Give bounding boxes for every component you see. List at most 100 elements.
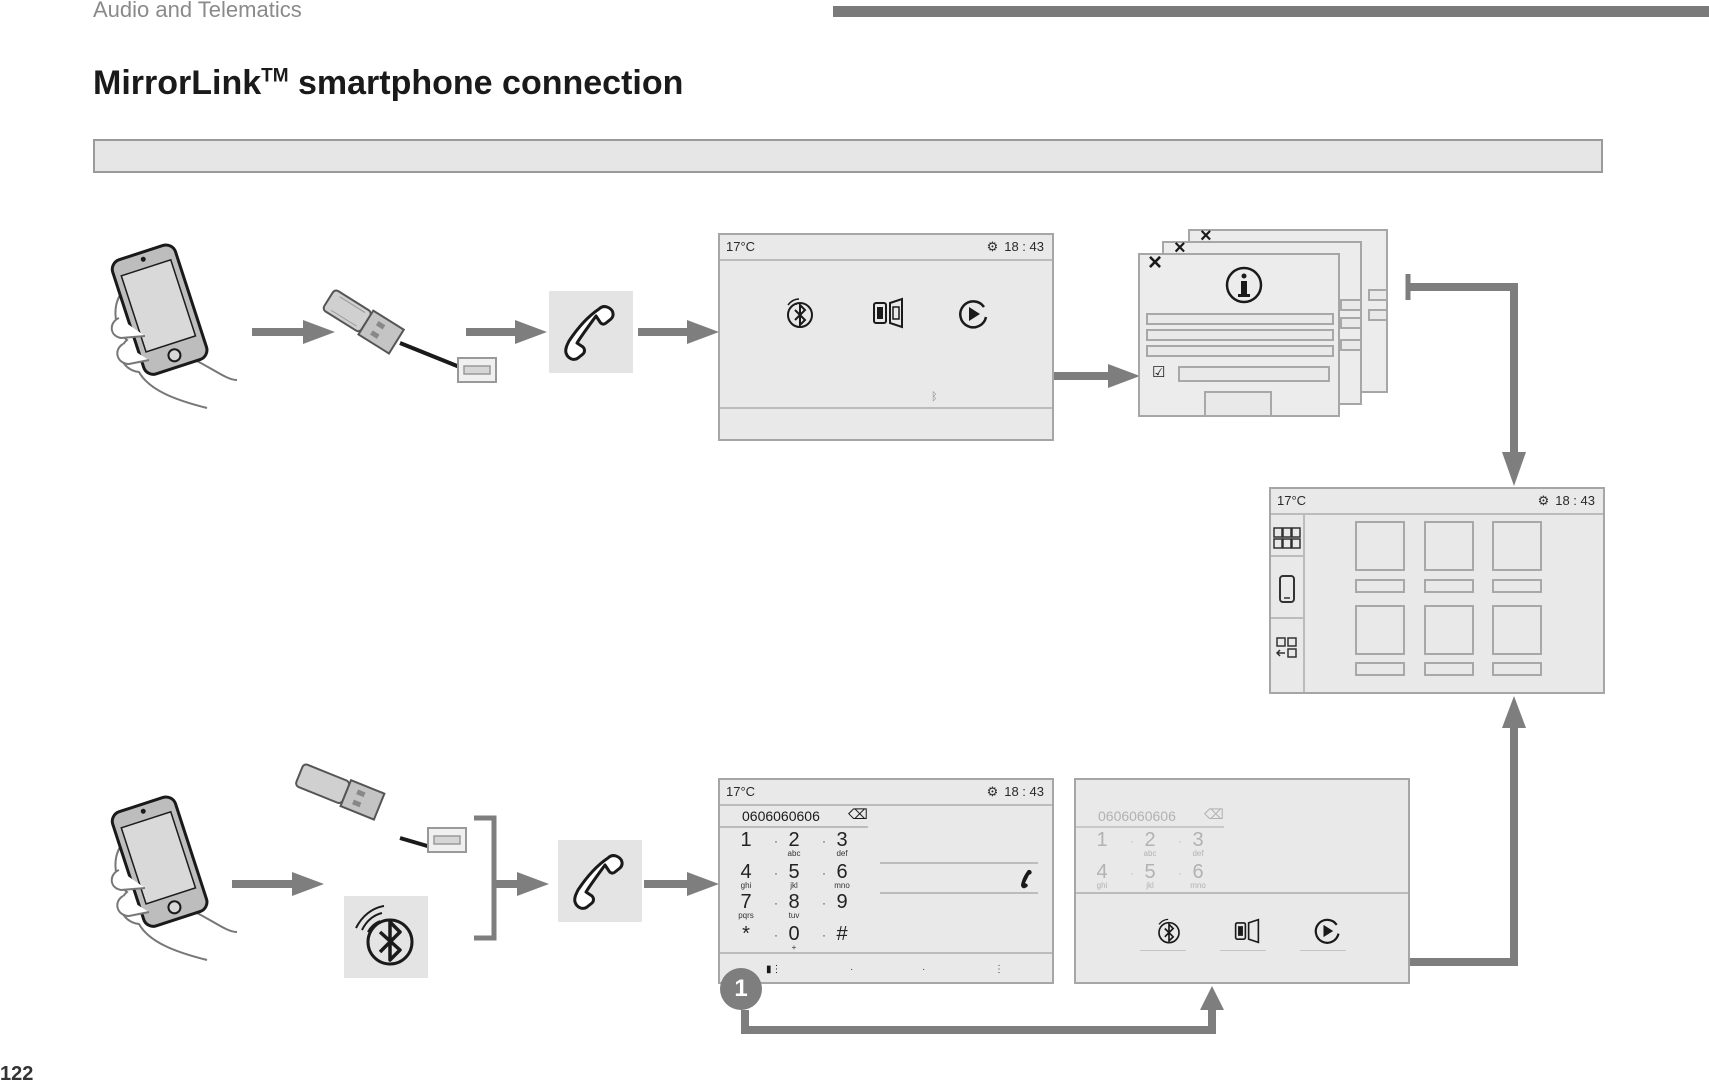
key-letters: abc [787, 849, 801, 858]
key-separator: · [822, 866, 826, 880]
close-icon[interactable]: × [1174, 237, 1186, 259]
key-letters: ghi [1096, 881, 1108, 890]
overlay-divider [1076, 892, 1408, 894]
keypad-key[interactable]: 0+ [776, 924, 812, 952]
connection-bracket [474, 815, 497, 941]
key-letters: abc [1143, 849, 1157, 858]
app-tile-label [1424, 662, 1474, 676]
page-title: MirrorLinkTM smartphone connection [93, 64, 683, 103]
dialog-field [1146, 329, 1334, 341]
arrow-badge-to-faded-screen [741, 1008, 1216, 1034]
step-badge: 1 [720, 968, 762, 1010]
phone-key-button[interactable] [549, 291, 633, 373]
header-rule [833, 6, 1709, 17]
key-letters: mno [1190, 881, 1206, 890]
keypad-key[interactable]: 1 [728, 830, 764, 850]
call-field-top [880, 862, 1038, 864]
connectivity-screen: 17°C ⚙18 : 43 ᛒ [718, 233, 1054, 441]
clock-readout: ⚙18 : 43 [987, 784, 1044, 800]
keypad-key[interactable]: 9 [824, 892, 860, 912]
backspace-icon[interactable]: ⌫ [848, 806, 868, 822]
key-letters: tuv [788, 911, 800, 920]
app-grid-icon[interactable] [1273, 527, 1301, 549]
switch-source-icon[interactable] [1275, 637, 1299, 659]
dialed-number-field: 0606060606 ⌫ [1076, 806, 1224, 828]
info-icon [1225, 266, 1263, 304]
key-separator: · [774, 866, 778, 880]
key-digit: 6 [1192, 861, 1204, 883]
media-play-icon[interactable] [956, 297, 990, 331]
key-separator: · [822, 834, 826, 848]
keypad-key[interactable]: # [824, 924, 860, 944]
app-tile-label [1355, 662, 1405, 676]
clock-readout: ⚙18 : 43 [1538, 493, 1595, 509]
media-play-icon[interactable] [1312, 916, 1342, 946]
app-tile[interactable] [1492, 521, 1542, 571]
bluetooth-small-icon: ᛒ [931, 391, 938, 403]
usb-port-icon [427, 827, 467, 853]
key-separator: · [774, 896, 778, 910]
title-main: MirrorLink [93, 64, 262, 102]
bluetooth-connect-icon[interactable] [1154, 916, 1184, 946]
dialog-ok-button[interactable] [1204, 391, 1272, 417]
key-separator: · [1178, 834, 1182, 848]
dialog-back-field [1368, 309, 1388, 321]
dialed-number-field[interactable]: 0606060606 ⌫ [720, 806, 868, 828]
app-tile[interactable] [1424, 605, 1474, 655]
app-tile[interactable] [1492, 605, 1542, 655]
phone-key-button[interactable] [558, 840, 642, 922]
clock-time: 18 : 43 [1555, 493, 1595, 508]
phone-handset-icon [564, 305, 615, 361]
key-separator: · [1178, 866, 1182, 880]
mirrorlink-icon[interactable] [1232, 918, 1262, 944]
keypad-key: 1 [1084, 830, 1120, 850]
bluetooth-key-button[interactable] [344, 896, 428, 978]
app-tile[interactable] [1355, 605, 1405, 655]
temperature-readout: 17°C [726, 784, 756, 799]
app-tile[interactable] [1355, 521, 1405, 571]
phone-handset-icon [573, 854, 624, 910]
mirrorlink-icon[interactable] [870, 297, 906, 329]
temperature-readout: 17°C [1277, 493, 1307, 508]
usb-plug-icon [295, 763, 386, 821]
key-separator: · [1130, 834, 1134, 848]
key-separator: · [822, 896, 826, 910]
key-letters: pqrs [738, 911, 754, 920]
key-digit: 0 [788, 923, 800, 945]
call-icon[interactable] [1018, 868, 1034, 890]
arrowhead-phone2-to-connectors [292, 872, 324, 896]
key-digit: 2 [788, 829, 800, 851]
app-tile[interactable] [1424, 521, 1474, 571]
app-tile-label [1355, 579, 1405, 593]
close-icon[interactable]: × [1148, 249, 1163, 276]
tab-separator: ⋮ [994, 964, 1004, 975]
key-separator: · [774, 834, 778, 848]
key-letters: mno [834, 881, 850, 890]
arrowhead-usb-to-phone-key [515, 320, 547, 344]
usb-plug-icon [322, 289, 406, 355]
bluetooth-connect-icon[interactable] [782, 295, 818, 331]
section-label: Audio and Telematics [93, 0, 302, 22]
key-letters: + [791, 943, 797, 952]
checkbox-icon[interactable]: ☑ [1152, 364, 1166, 381]
arrowhead-dialogs-to-grid [1502, 452, 1526, 486]
close-icon[interactable]: × [1200, 225, 1212, 247]
dialog-checkbox-field[interactable] [1178, 366, 1330, 382]
arrowhead-phone-to-usb [303, 320, 335, 344]
keypad-key[interactable]: * [728, 924, 764, 944]
arrowhead-badge-to-faded-screen [1200, 986, 1224, 1010]
smartphone-icon[interactable] [1278, 575, 1296, 603]
key-digit: 4 [740, 861, 752, 883]
page-number: 122 [0, 1063, 34, 1085]
phone-tab-icon[interactable]: ▮⋮ [766, 964, 782, 975]
key-letters: ghi [740, 881, 752, 890]
